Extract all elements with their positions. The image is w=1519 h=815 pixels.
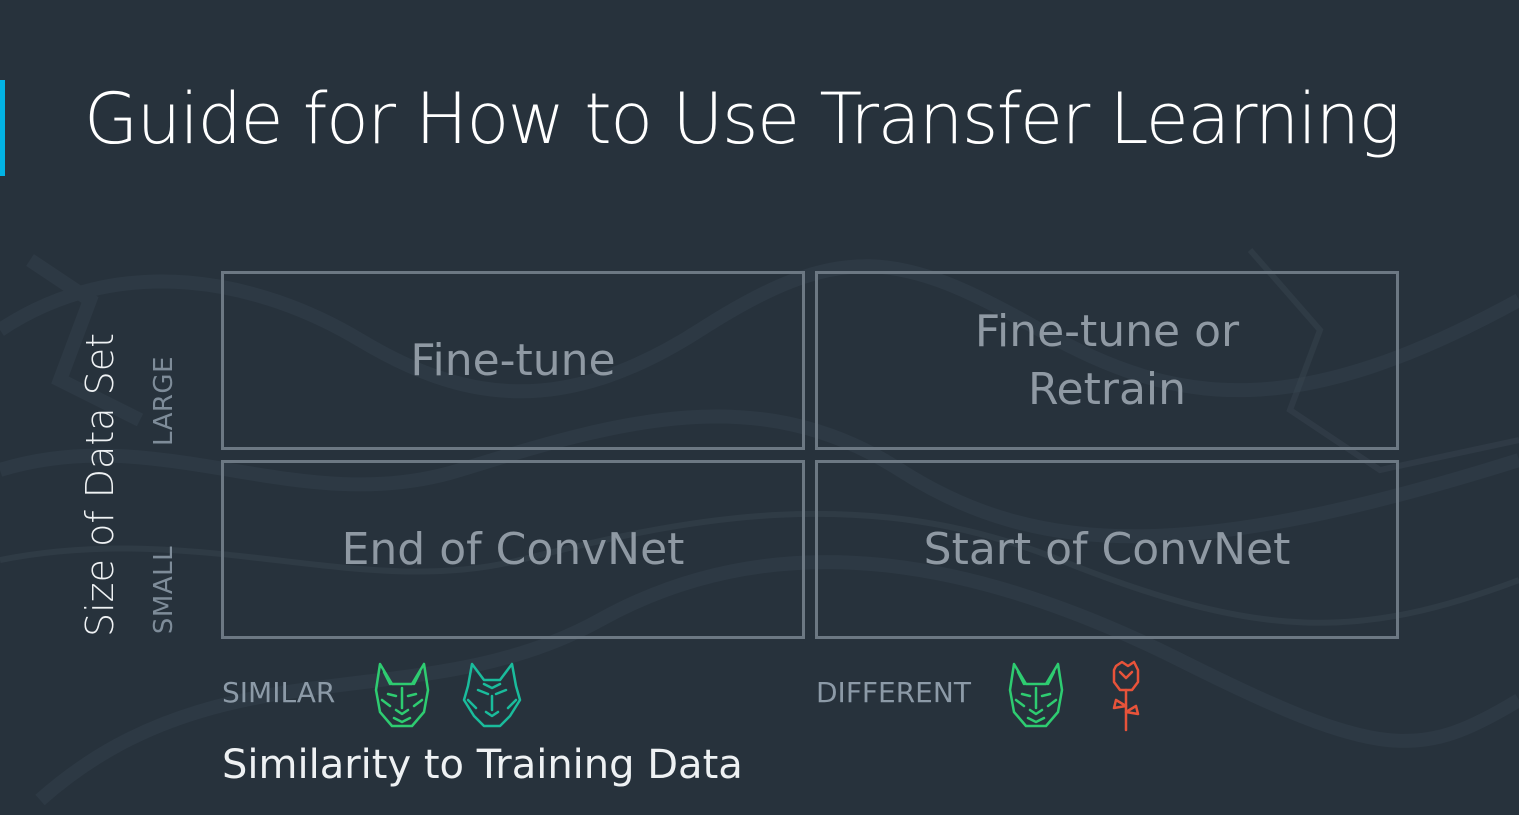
column-label-different: DIFFERENT [816, 676, 971, 709]
cell-small-similar-text: End of ConvNet [341, 523, 685, 575]
row-label-large: LARGE [149, 355, 179, 447]
page-title: Guide for How to Use Transfer Learning [84, 78, 1401, 160]
dog-icon [374, 662, 430, 728]
cell-large-different-text: Fine-tune or Retrain [974, 306, 1240, 415]
dog-icon [1008, 662, 1064, 728]
cell-small-similar: End of ConvNet [221, 460, 805, 639]
column-label-similar: SIMILAR [222, 676, 336, 709]
cell-small-different: Start of ConvNet [815, 460, 1399, 639]
wolf-icon [462, 662, 522, 728]
cell-large-similar: Fine-tune [221, 271, 805, 450]
y-axis-label: Size of Data Set [78, 333, 122, 637]
cell-small-different-text: Start of ConvNet [923, 523, 1291, 575]
rose-icon [1112, 660, 1140, 732]
x-axis-label: Similarity to Training Data [222, 742, 743, 788]
row-label-small: SMALL [149, 545, 179, 635]
cell-large-different: Fine-tune or Retrain [815, 271, 1399, 450]
accent-bar [0, 80, 5, 176]
cell-large-similar-text: Fine-tune [410, 334, 616, 386]
